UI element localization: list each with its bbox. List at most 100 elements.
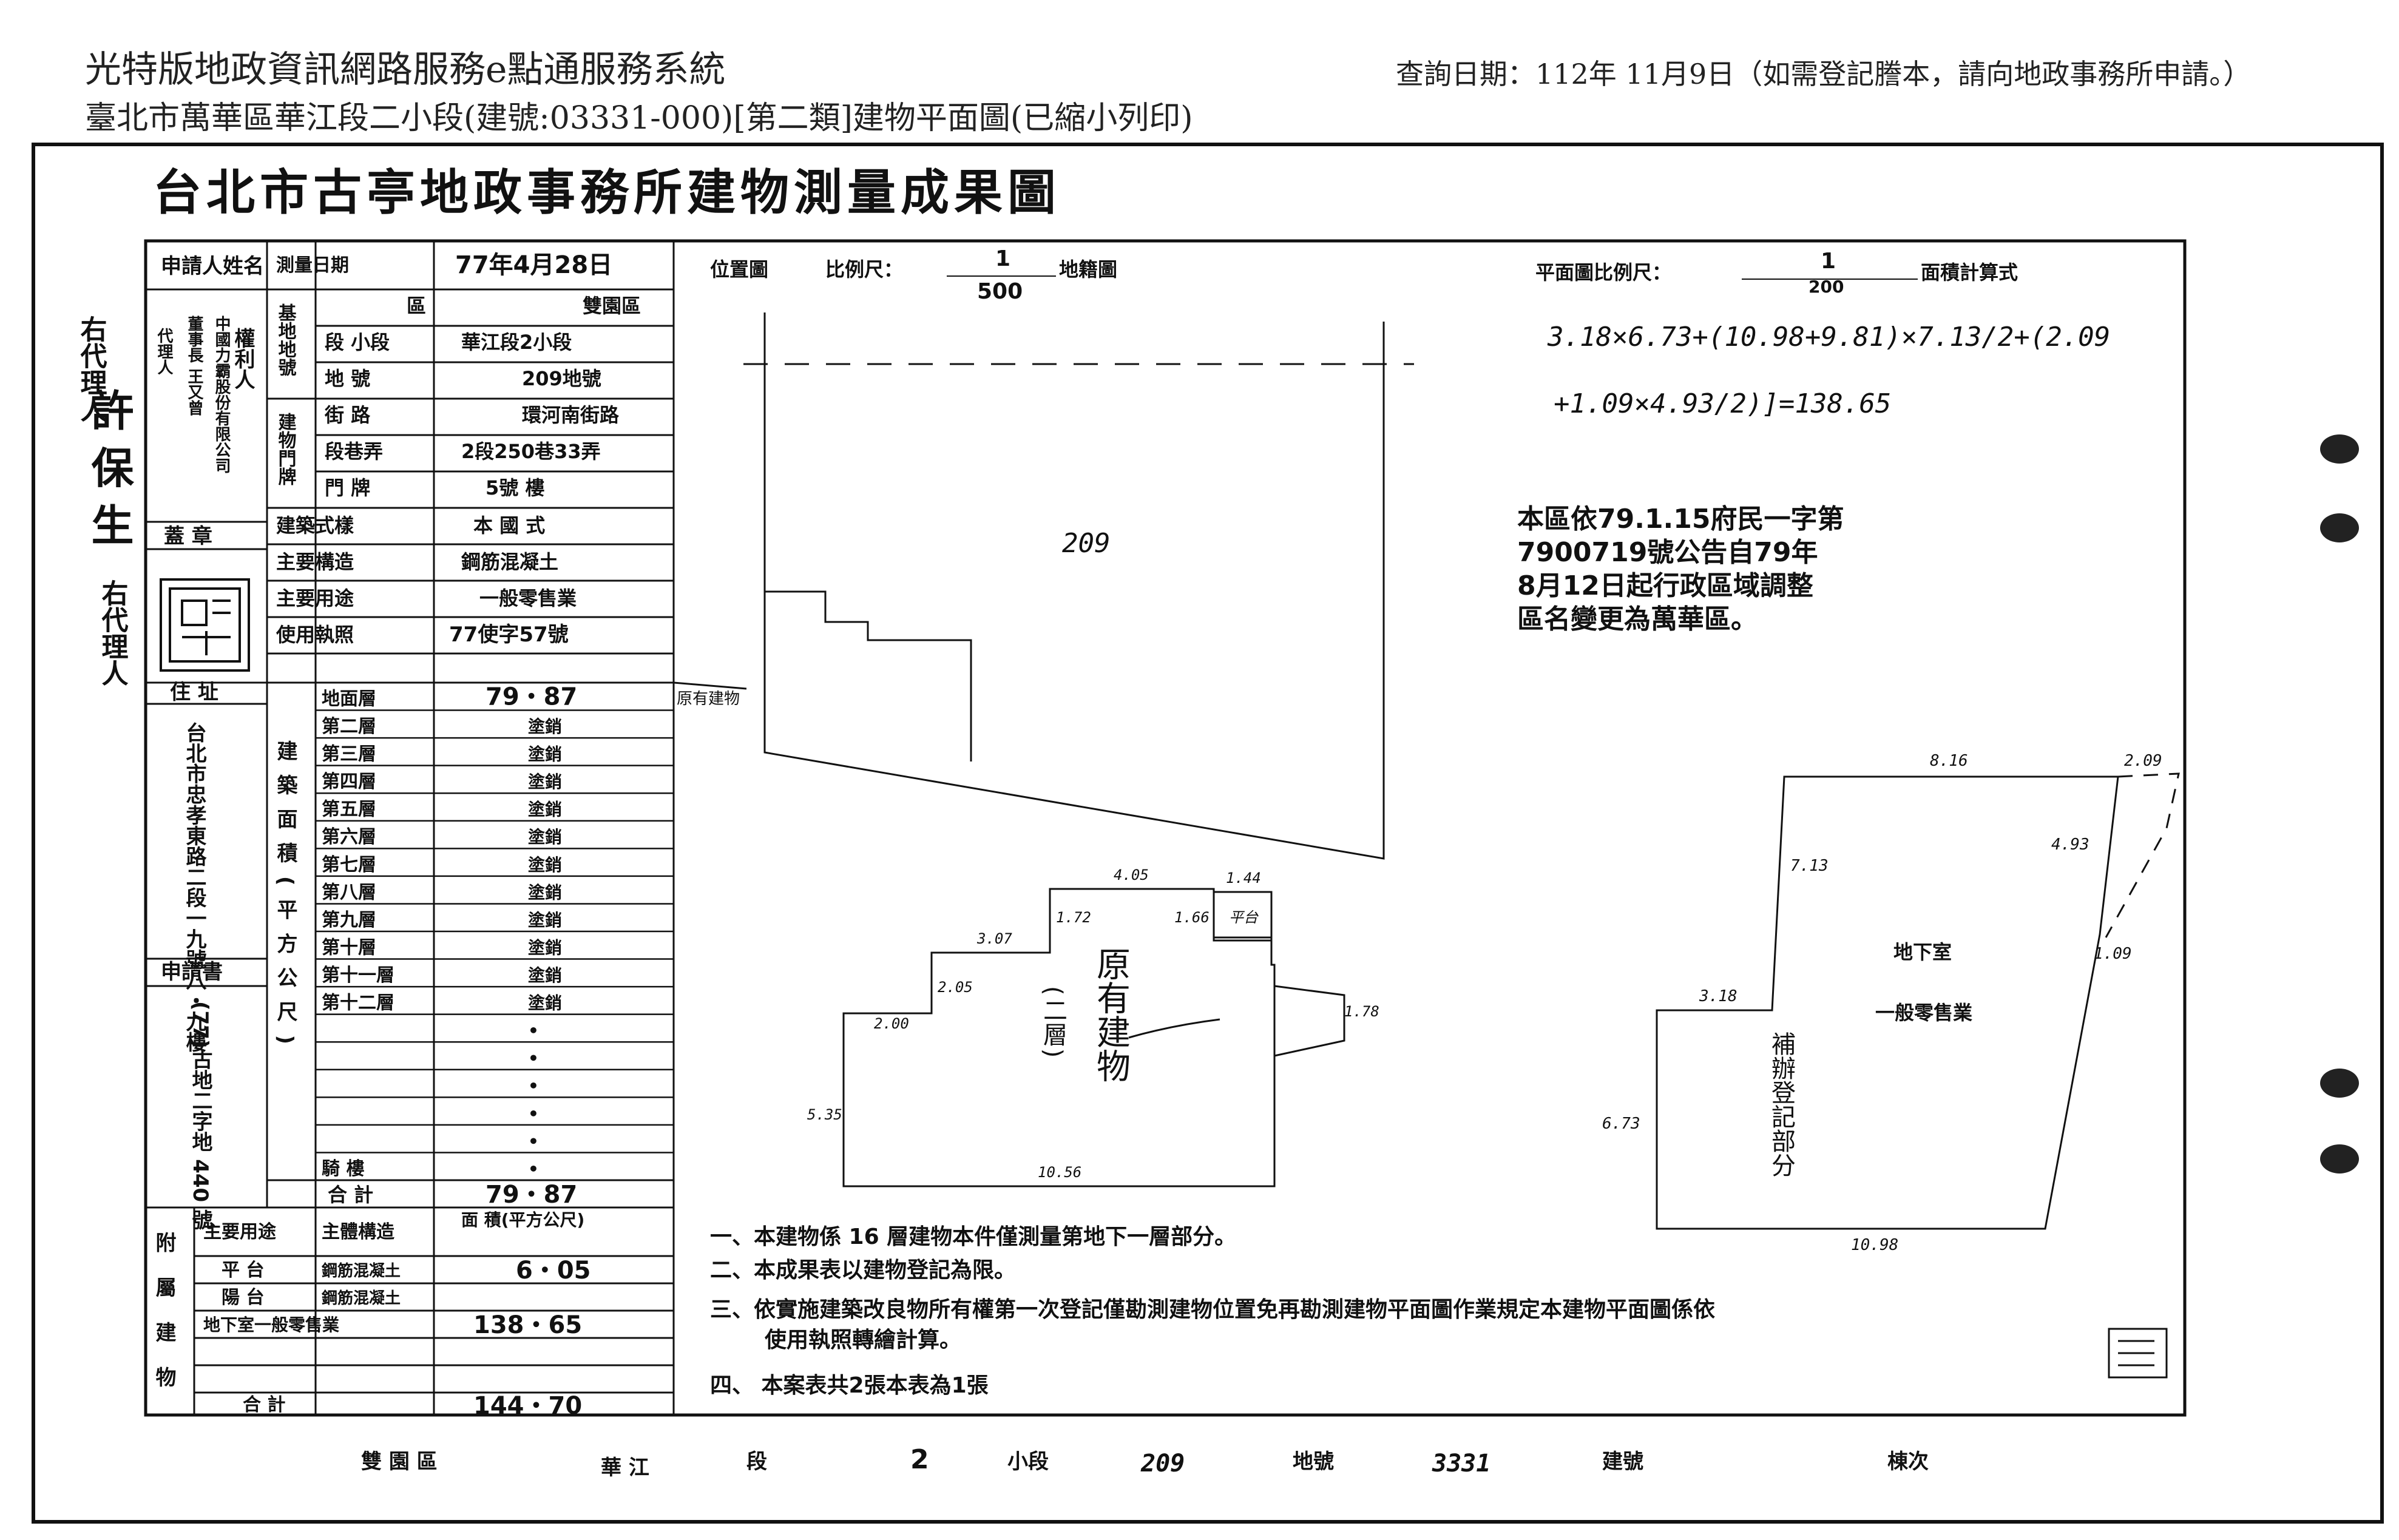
attached-col-area: 面 積(平方公尺) — [461, 1210, 584, 1230]
dim-3-18: 3.18 — [1699, 987, 1737, 1005]
footer-sheet-label: 棟次 — [1887, 1450, 1929, 1474]
floor-row-value: • — [528, 1104, 539, 1124]
structure-value: 鋼筋混凝土 — [461, 550, 558, 573]
floor-row-value: 塗銷 — [528, 937, 562, 957]
floor-row-label: 地面層 — [322, 688, 376, 709]
applicant-label: 申請人姓名 — [161, 254, 264, 279]
floor-row-value: 塗銷 — [528, 745, 562, 765]
owner-label: 權利人 — [231, 328, 255, 390]
admin-notice-line-4: 區名變更為萬華區。 — [1517, 604, 1758, 635]
floor-row-value: 塗銷 — [528, 882, 562, 902]
floor-row-value: • — [528, 1131, 539, 1151]
attached-total-label: 合 計 — [243, 1394, 285, 1416]
location-lot-number: 209 — [1062, 528, 1110, 559]
attached-col-use: 主要用途 — [203, 1221, 277, 1243]
outer-frame — [32, 143, 2384, 1524]
floor-row-label: 第三層 — [322, 744, 376, 765]
chairman-name: 董事長 王又曾 — [185, 316, 203, 416]
floor-row-label: 第十層 — [322, 937, 376, 958]
street-value: 環河南街路 — [522, 404, 620, 427]
footer-building-label: 建號 — [1602, 1450, 1643, 1474]
permit-value: 77使字57號 — [449, 623, 569, 647]
style-value: 本 國 式 — [473, 514, 545, 537]
floor-row-value: 塗銷 — [528, 772, 562, 792]
dim-2-05: 2.05 — [938, 979, 973, 996]
agent-name: 許 保 生 — [84, 388, 134, 545]
attached-total-value: 144・70 — [473, 1392, 582, 1420]
district-label: 區 — [407, 294, 426, 317]
footer-section: 華 江 — [601, 1456, 649, 1480]
area-formula-line-2: +1.09×4.93/2)]=138.65 — [1554, 388, 1891, 419]
door-value: 5號 樓 — [486, 476, 544, 499]
attached-row-2-structure: 鋼筋混凝土 — [321, 1289, 401, 1308]
note-2: 二、本成果表以建物登記為限。 — [710, 1258, 1016, 1283]
location-scale-suffix: 地籍圖 — [1059, 258, 1117, 281]
floor-row-value: 79・87 — [486, 683, 577, 711]
footer-subsection-label: 小段 — [1007, 1450, 1049, 1474]
dim-10-56: 10.56 — [1038, 1164, 1081, 1181]
survey-date-label: 測量日期 — [276, 255, 349, 276]
floor-row-label: 第四層 — [322, 771, 376, 792]
floor-row-value: 塗銷 — [528, 717, 562, 737]
platform-label: 平台 — [1229, 909, 1259, 926]
admin-notice-line-3: 8月12日起行政區域調整 — [1517, 570, 1813, 601]
company-name: 中國力霸股份有限公司 — [212, 316, 231, 473]
permit-label: 使用執照 — [276, 623, 354, 646]
attached-row-1-structure: 鋼筋混凝土 — [321, 1261, 401, 1280]
dim-10-98: 10.98 — [1851, 1236, 1898, 1254]
seal-label: 蓋 章 — [164, 524, 212, 549]
plan-scale-den: 200 — [1809, 277, 1844, 297]
query-info: 查詢日期：112年 11月9日（如需登記謄本，請向地政事務所申請。） — [1396, 58, 2252, 90]
admin-notice-line-1: 本區依79.1.15府民一字第 — [1517, 504, 1844, 535]
basement-plan — [1656, 772, 2180, 1230]
floor-row-value: 塗銷 — [528, 910, 562, 930]
lane-label: 段巷弄 — [325, 440, 383, 463]
location-scale-den: 500 — [977, 279, 1023, 304]
footer-subsection-number: 2 — [910, 1444, 929, 1475]
floor-row-label: 第六層 — [322, 826, 376, 848]
section-label: 段 小段 — [325, 331, 390, 354]
location-map-drawing — [673, 312, 1414, 860]
dim-1-09: 1.09 — [2094, 945, 2132, 963]
dim-3-07: 3.07 — [976, 930, 1012, 947]
annotation-stroke — [1128, 1018, 1220, 1039]
section-value: 華江段2小段 — [461, 331, 572, 354]
attached-row-3-use: 地下室一般零售業 — [203, 1315, 339, 1335]
address-value: 台北市忠孝東路二段一九號八・九樓 — [182, 722, 206, 1052]
second-floor-note: (二層) — [1039, 983, 1067, 1061]
supplement-note: 補辦登記部分 — [1767, 1032, 1796, 1177]
footer-building-number: 3331 — [1432, 1450, 1490, 1478]
floor-row-label: 第八層 — [322, 882, 376, 903]
floor-row-value: 塗銷 — [528, 855, 562, 875]
note-4: 四、 本案表共2張本表為1張 — [710, 1373, 989, 1398]
floor-row-label: 第七層 — [322, 854, 376, 876]
dim-1-78: 1.78 — [1344, 1003, 1379, 1020]
survey-date-value: 77年4月28日 — [455, 251, 612, 279]
location-existing-building: 原有建物 — [677, 690, 740, 708]
floor-row-value: • — [528, 1159, 539, 1179]
attached-group-label: 附屬建物 — [152, 1232, 176, 1411]
floor-row-value: 塗銷 — [528, 965, 562, 985]
footer-section-suffix: 段 — [746, 1450, 767, 1474]
dim-6-73: 6.73 — [1602, 1115, 1640, 1133]
style-label: 建築式樣 — [276, 514, 354, 537]
floor-row-label: 第九層 — [322, 910, 376, 931]
plan-scale-num: 1 — [1821, 249, 1836, 274]
attached-col-structure: 主體構造 — [322, 1221, 394, 1243]
note-1: 一、本建物係 16 層建物本件僅測量第地下一層部分。 — [710, 1224, 1236, 1249]
basement-label: 地下室 — [1893, 941, 1952, 964]
main-frame — [144, 239, 2187, 1417]
document-subtitle: 臺北市萬華區華江段二小段(建號:03331-000)[第二類]建物平面圖(已縮小… — [85, 100, 1193, 137]
dim-4-05: 4.05 — [1114, 866, 1149, 883]
floor-row-value: • — [528, 1021, 539, 1041]
floor-row-value: 塗銷 — [528, 827, 562, 847]
street-label: 街 路 — [324, 404, 371, 427]
door-label: 門 牌 — [325, 476, 370, 499]
application-value: (77)古地二字地 440 號 — [188, 1001, 212, 1231]
dim-1-72: 1.72 — [1056, 909, 1091, 926]
use-label: 主要用途 — [276, 587, 354, 610]
door-group-label: 建物門牌 — [275, 413, 297, 486]
corner-stamp — [2108, 1328, 2168, 1379]
dim-1-44: 1.44 — [1226, 870, 1261, 887]
dim-8-16: 8.16 — [1930, 752, 1968, 770]
